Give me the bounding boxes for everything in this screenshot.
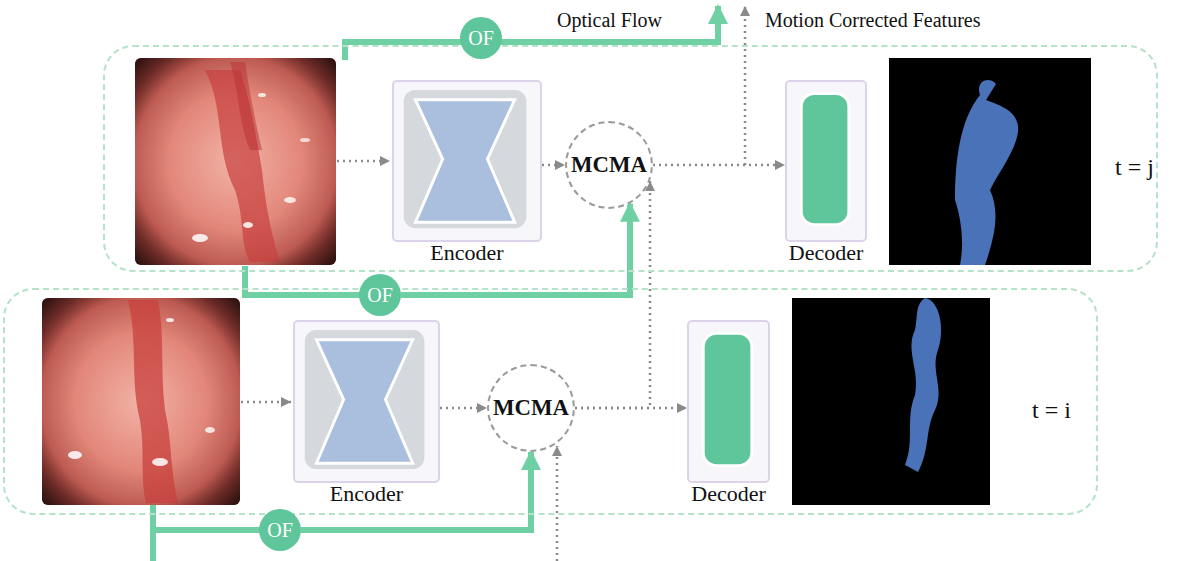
encoder-box: Encoder: [392, 80, 542, 242]
decoder-box: Decoder: [687, 320, 770, 483]
flow-line: [153, 6, 718, 561]
optical-flow-node: OF: [359, 274, 401, 316]
feature-arrow: [653, 164, 785, 167]
time-step-band: t = j Encoder MCMA Decoder: [103, 45, 1158, 272]
encoder-symbol: [394, 82, 540, 240]
module-label: Encoder: [430, 241, 503, 265]
time-label: t = i: [1032, 395, 1071, 425]
feature-line: [241, 6, 745, 561]
module-label: MCMA: [571, 151, 647, 179]
optical-flow-node: OF: [259, 509, 301, 551]
flow-label: OF: [367, 284, 393, 306]
mcma-module: MCMA: [565, 121, 653, 209]
segmentation-mask: [792, 298, 990, 505]
mcma-module: MCMA: [487, 364, 575, 452]
annotation-label: Optical Flow: [557, 8, 662, 32]
module-label: Encoder: [330, 482, 403, 506]
decoder-box: Decoder: [785, 80, 867, 242]
flow-label: OF: [267, 519, 293, 541]
module-label: Decoder: [789, 241, 864, 265]
feature-arrow: [542, 164, 565, 167]
segmentation-mask: [889, 58, 1091, 265]
time-step-band: t = i Encoder MCMA Decoder: [3, 288, 1098, 515]
time-label: t = j: [1115, 152, 1154, 182]
encoder-box: Encoder: [293, 320, 440, 483]
flow-label: OF: [468, 27, 494, 49]
module-label: Decoder: [691, 482, 766, 506]
decoder-symbol: [787, 82, 865, 240]
decoder-symbol: [689, 322, 768, 481]
encoder-symbol: [295, 322, 438, 481]
endoscopy-frame: [42, 298, 240, 505]
feature-arrow: [440, 407, 487, 410]
module-label: MCMA: [493, 394, 569, 422]
optical-flow-node: OF: [460, 17, 502, 59]
annotation-label: Motion Corrected Features: [765, 8, 981, 32]
endoscopy-frame: [135, 58, 336, 265]
